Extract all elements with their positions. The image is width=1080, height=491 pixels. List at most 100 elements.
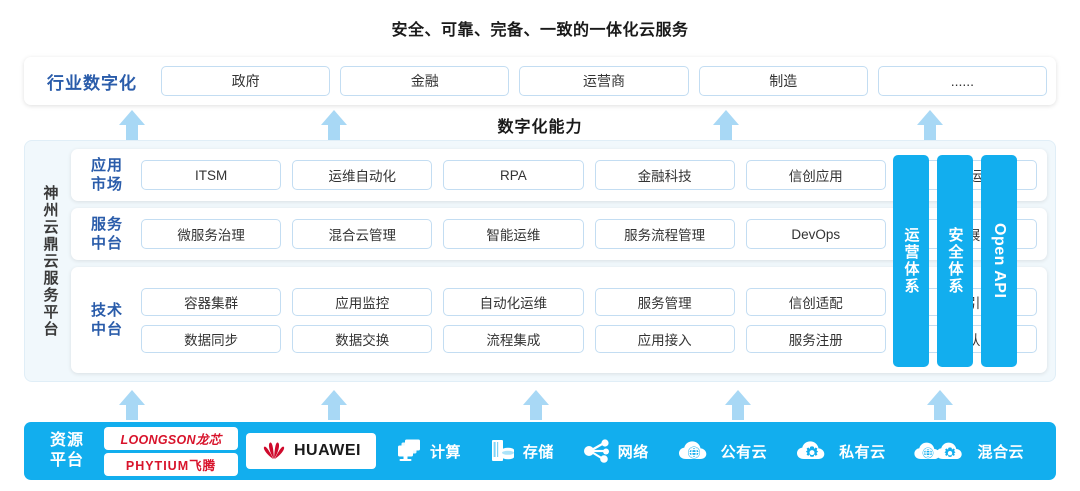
arrow-head-icon — [917, 110, 943, 125]
industry-item-telecom[interactable]: 运营商 — [519, 66, 689, 96]
vendor-huawei-logo[interactable]: HUAWEI — [246, 433, 376, 469]
cell-app-access[interactable]: 应用接入 — [594, 324, 735, 353]
resource-item-storage[interactable]: 存储 — [489, 438, 554, 464]
hybrid-cloud-icon — [913, 438, 971, 464]
resource-item-network[interactable]: 网络 — [582, 438, 649, 464]
capability-label: 数字化能力 — [497, 119, 583, 136]
cell-fintech[interactable]: 金融科技 — [594, 160, 735, 190]
industry-item-manufacturing[interactable]: 制造 — [698, 66, 868, 96]
arrow-shaft — [328, 124, 340, 140]
industry-item-more[interactable]: ...... — [877, 66, 1048, 96]
arrow-head-icon — [523, 390, 549, 405]
vbar-operations-system[interactable]: 运营体系 — [893, 155, 929, 367]
cell-itsm[interactable]: ITSM — [141, 160, 282, 190]
resource-item-hybrid-cloud[interactable]: 混合云 — [913, 438, 1024, 464]
up-arrow-top-3 — [713, 110, 739, 140]
arrow-shaft — [934, 404, 946, 420]
industry-row-label: 行业数字化 — [47, 73, 137, 93]
arrow-head-icon — [725, 390, 751, 405]
resource-label-line1: 资源 — [49, 432, 84, 449]
layer-label-service-platform: 服务 中台 — [79, 215, 135, 253]
resource-item-label: 网络 — [617, 443, 649, 461]
resource-item-compute[interactable]: 计算 — [396, 438, 461, 464]
cell-service-mgmt[interactable]: 服务管理 — [594, 287, 735, 316]
cell-ops-automation[interactable]: 运维自动化 — [292, 160, 433, 190]
cell-service-process-mgmt[interactable]: 服务流程管理 — [594, 219, 735, 249]
vbar-security-system[interactable]: 安全体系 — [937, 155, 973, 367]
arrow-shaft — [126, 404, 138, 420]
resource-item-public-cloud[interactable]: 公有云 — [677, 438, 768, 464]
layer-label-line1: 技术 — [90, 302, 123, 319]
up-arrow-bottom-5 — [927, 390, 953, 420]
arrow-head-icon — [119, 390, 145, 405]
arrow-shaft — [530, 404, 542, 420]
cell-rpa[interactable]: RPA — [443, 160, 584, 190]
page-title: 安全、可靠、完备、一致的一体化云服务 — [391, 22, 689, 39]
layer-label-line2: 中台 — [90, 321, 123, 338]
layer-label-line1: 服务 — [90, 216, 123, 233]
arrow-shaft — [924, 124, 936, 140]
industry-row: 行业数字化 政府 金融 运营商 制造 ...... — [24, 57, 1056, 105]
up-arrow-top-4 — [917, 110, 943, 140]
up-arrow-bottom-4 — [725, 390, 751, 420]
public-cloud-icon — [677, 438, 715, 464]
resource-item-label: 存储 — [522, 443, 554, 461]
up-arrow-bottom-2 — [321, 390, 347, 420]
layer-label-tech-platform: 技术 中台 — [79, 301, 135, 339]
vendor-loongson-logo[interactable]: LOONGSON龙芯 — [104, 426, 238, 450]
industry-item-government[interactable]: 政府 — [161, 66, 331, 96]
vendor-logo-stack: LOONGSON龙芯 PHYTIUM飞腾 — [98, 426, 238, 476]
arrow-head-icon — [927, 390, 953, 405]
cell-microservice-governance[interactable]: 微服务治理 — [141, 219, 282, 249]
cell-xinchuang-app[interactable]: 信创应用 — [745, 160, 886, 190]
arrow-head-icon — [713, 110, 739, 125]
vendor-phytium-logo[interactable]: PHYTIUM飞腾 — [104, 452, 238, 476]
computer-icon — [396, 438, 424, 464]
industry-item-finance[interactable]: 金融 — [340, 66, 510, 96]
up-arrow-bottom-3 — [523, 390, 549, 420]
arrow-head-icon — [321, 390, 347, 405]
layer-label-line2: 中台 — [90, 235, 123, 252]
resource-platform-bar: 资源 平台 LOONGSON龙芯 PHYTIUM飞腾 HUAWEI — [24, 422, 1056, 480]
layer-label-app-market: 应用 市场 — [79, 156, 135, 194]
arrow-shaft — [720, 124, 732, 140]
layer-service-platform: 服务 中台 微服务治理 混合云管理 智能运维 服务流程管理 DevOps 大屏展… — [71, 208, 1047, 260]
resource-item-label: 私有云 — [839, 443, 886, 461]
cell-devops[interactable]: DevOps — [745, 219, 886, 249]
resource-label-line2: 平台 — [49, 452, 84, 469]
up-arrow-bottom-1 — [119, 390, 145, 420]
cell-intelligent-ops[interactable]: 智能运维 — [443, 219, 584, 249]
layer-label-line1: 应用 — [90, 157, 123, 174]
cell-process-integration[interactable]: 流程集成 — [443, 324, 584, 353]
resource-items: 计算 存储 — [376, 438, 1044, 464]
cell-automated-ops[interactable]: 自动化运维 — [443, 287, 584, 316]
arrow-head-icon — [321, 110, 347, 125]
cell-data-exchange[interactable]: 数据交换 — [292, 324, 433, 353]
up-arrow-top-2 — [321, 110, 347, 140]
resource-item-label: 混合云 — [977, 443, 1024, 461]
private-cloud-icon — [795, 438, 833, 464]
huawei-flower-icon — [261, 438, 287, 465]
layer-label-line2: 市场 — [90, 176, 123, 193]
platform-vertical-label: 神州云鼎云服务平台 — [41, 184, 59, 338]
cell-container-cluster[interactable]: 容器集群 — [141, 287, 282, 316]
up-arrow-top-1 — [119, 110, 145, 140]
vertical-bars-group: 运营体系 安全体系 Open API — [893, 155, 1017, 367]
network-icon — [582, 438, 612, 464]
resource-item-label: 公有云 — [720, 443, 768, 461]
resource-platform-label: 资源 平台 — [36, 431, 98, 471]
cell-hybrid-cloud-mgmt[interactable]: 混合云管理 — [292, 219, 433, 249]
resource-item-label: 计算 — [429, 443, 461, 461]
cell-app-monitoring[interactable]: 应用监控 — [292, 287, 433, 316]
arrow-shaft — [732, 404, 744, 420]
storage-icon — [489, 438, 517, 464]
cell-service-registry[interactable]: 服务注册 — [745, 324, 886, 353]
resource-item-private-cloud[interactable]: 私有云 — [795, 438, 886, 464]
vbar-open-api[interactable]: Open API — [981, 155, 1017, 367]
arrow-shaft — [126, 124, 138, 140]
cell-data-sync[interactable]: 数据同步 — [141, 324, 282, 353]
arrow-shaft — [328, 404, 340, 420]
arrow-head-icon — [119, 110, 145, 125]
cell-xinchuang-adaptation[interactable]: 信创适配 — [745, 287, 886, 316]
huawei-wordmark: HUAWEI — [294, 442, 361, 459]
